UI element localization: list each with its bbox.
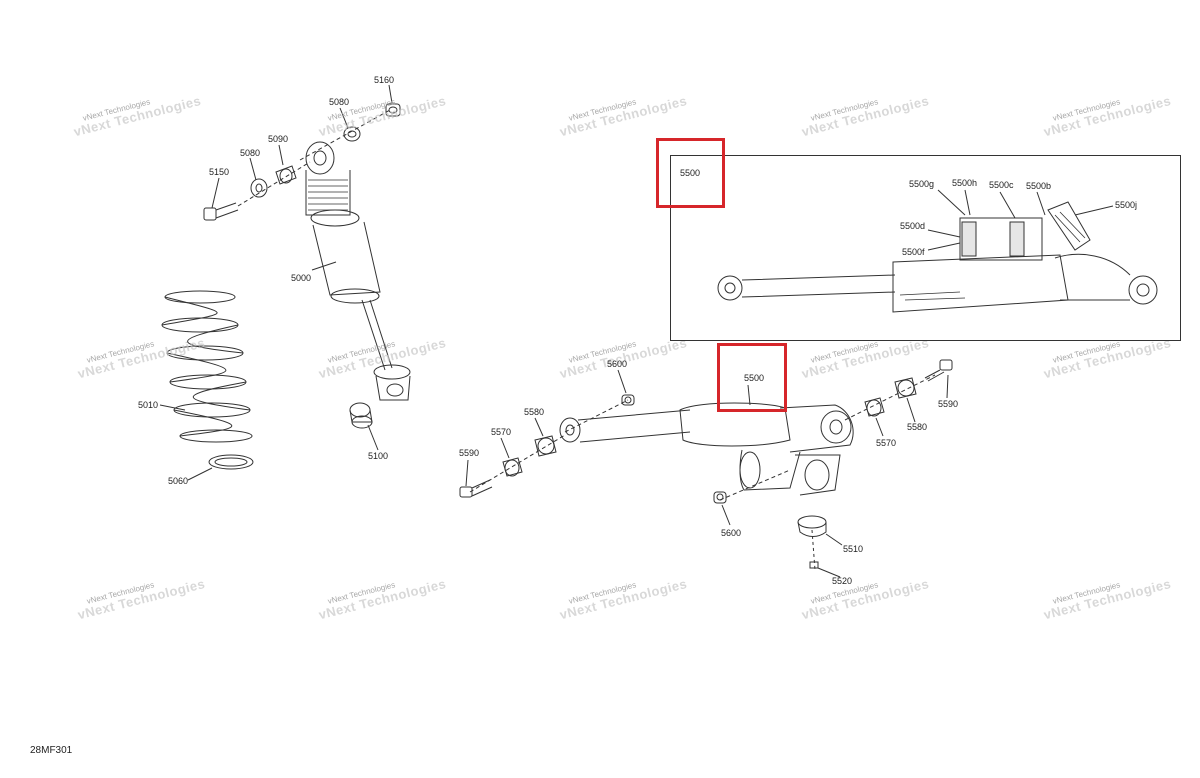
part-label-5600[interactable]: 5600: [607, 359, 628, 369]
retainer-5060: [208, 454, 254, 470]
part-label-5100[interactable]: 5100: [368, 451, 389, 461]
nut-5160: [385, 103, 401, 117]
spacer-5570-right: [864, 397, 885, 417]
part-label-5580[interactable]: 5580: [907, 422, 928, 432]
bushing-5580-right: [894, 377, 917, 399]
part-label-5090[interactable]: 5090: [268, 134, 289, 144]
bolt-5150: [203, 202, 239, 221]
screw-5520: [809, 561, 819, 569]
part-label-5590[interactable]: 5590: [938, 399, 959, 409]
part-label-5580[interactable]: 5580: [524, 407, 545, 417]
part-label-5060[interactable]: 5060: [168, 476, 189, 486]
part-label-5010[interactable]: 5010: [138, 400, 159, 410]
part-label-5080[interactable]: 5080: [329, 97, 350, 107]
bolt-5590-right: [924, 359, 953, 382]
bushing-5580-left: [534, 435, 557, 457]
part-label-5500c[interactable]: 5500c: [989, 180, 1014, 190]
part-label-5080[interactable]: 5080: [240, 148, 261, 158]
part-label-5590[interactable]: 5590: [459, 448, 480, 458]
spring-5010: [161, 290, 253, 443]
part-label-5500f[interactable]: 5500f: [902, 247, 925, 257]
shock-5500: [559, 402, 854, 496]
bolt-5590-left: [459, 479, 493, 498]
part-label-5500d[interactable]: 5500d: [900, 221, 926, 231]
part-label-5160[interactable]: 5160: [374, 75, 395, 85]
part-label-5150[interactable]: 5150: [209, 167, 230, 177]
part-label-5510[interactable]: 5510: [843, 544, 864, 554]
part-label-5500h[interactable]: 5500h: [952, 178, 978, 188]
nut-5600-top: [621, 394, 635, 406]
washer-5080: [250, 178, 268, 198]
part-5500-highlight[interactable]: 5500: [717, 343, 787, 412]
part-label-5570[interactable]: 5570: [876, 438, 897, 448]
part-label-5570[interactable]: 5570: [491, 427, 512, 437]
part-label-5520[interactable]: 5520: [832, 576, 853, 586]
part-label-5500g[interactable]: 5500g: [909, 179, 935, 189]
inset-5500-detail: [670, 155, 1181, 341]
part-label-5500j[interactable]: 5500j: [1115, 200, 1138, 210]
diagram-reference: 28MF301: [30, 745, 73, 756]
part-label-5500: 5500: [744, 373, 765, 383]
shock-5000: [305, 141, 411, 401]
nut-5600-bottom: [713, 491, 727, 504]
inset-drawing: [717, 189, 1158, 313]
part-label-5000[interactable]: 5000: [291, 273, 312, 283]
inset-title-highlight[interactable]: 5500: [656, 138, 725, 208]
part-label-5600[interactable]: 5600: [721, 528, 742, 538]
cap-5510: [797, 515, 827, 537]
spacer-5570-left: [502, 457, 523, 477]
part-label-5500b[interactable]: 5500b: [1026, 181, 1052, 191]
spacer-5090: [275, 165, 297, 185]
inset-title: 5500: [680, 168, 701, 178]
bushing-5100: [349, 402, 373, 429]
